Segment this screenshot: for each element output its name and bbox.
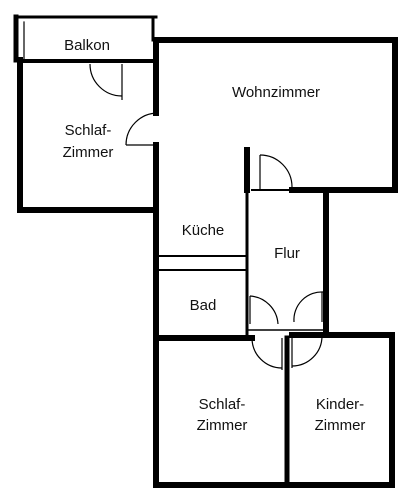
label-schlafzimmer-top-line2: Zimmer: [63, 144, 114, 161]
balcony-door-icon: [89, 63, 123, 100]
hall-door-right-icon: [293, 291, 325, 323]
kids-room-door-icon: [291, 335, 323, 368]
room-labels: Balkon Wohnzimmer Schlaf- Zimmer Küche F…: [63, 37, 366, 434]
bottom-bedrooms-outer-wall: [153, 332, 395, 488]
label-schlafzimmer-bottom-line2: Zimmer: [197, 417, 248, 434]
bath-door-icon: [249, 295, 279, 325]
label-kinderzimmer-line2: Zimmer: [315, 417, 366, 434]
label-bad: Bad: [190, 297, 217, 314]
inner-walls: [153, 147, 329, 488]
bedroom-top-wall: [17, 57, 159, 213]
label-schlafzimmer-bottom-line1: Schlaf-: [199, 396, 246, 413]
label-flur: Flur: [274, 245, 300, 262]
doors: [89, 63, 325, 370]
balcony: [13, 14, 158, 63]
label-schlafzimmer-top-line1: Schlaf-: [65, 122, 112, 139]
living-room-door-icon: [259, 154, 293, 190]
outer-walls: [17, 37, 398, 488]
bedroom-bottom-door-icon: [251, 337, 283, 370]
label-balkon: Balkon: [64, 37, 110, 54]
label-kueche: Küche: [182, 222, 225, 239]
bedroom-top-door-icon: [125, 112, 159, 146]
label-wohnzimmer: Wohnzimmer: [232, 84, 320, 101]
label-kinderzimmer-line1: Kinder-: [316, 396, 364, 413]
